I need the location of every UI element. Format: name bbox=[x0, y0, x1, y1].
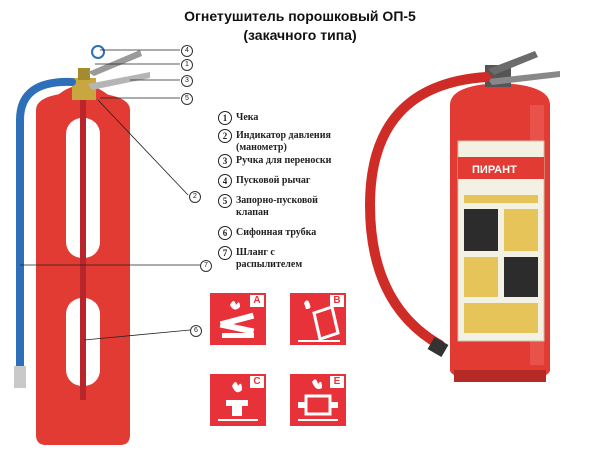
fire-class-letter: E bbox=[330, 376, 344, 388]
fire-class-letter: A bbox=[250, 295, 264, 307]
legend-label-line2: клапан bbox=[236, 207, 269, 218]
legend-label: Индикатор давления bbox=[236, 130, 331, 141]
legend-label: Шланг с bbox=[236, 247, 275, 258]
legend-label: Запорно-пусковой bbox=[236, 195, 318, 206]
fuel-canister-icon bbox=[298, 300, 340, 342]
burning-wood-icon bbox=[219, 301, 255, 338]
title-line-1: Огнетушитель порошковый ОП-5 bbox=[184, 8, 416, 24]
legend-number: 5 bbox=[218, 194, 232, 208]
title-line-2: (закачного типа) bbox=[243, 27, 357, 43]
legend-label: Сифонная трубка bbox=[236, 227, 317, 238]
callout-3: 3 bbox=[181, 75, 193, 87]
callout-1: 1 bbox=[181, 59, 193, 71]
extinguisher-product-image: ПИРАНТ bbox=[364, 51, 560, 382]
legend-label-line2: распылителем bbox=[236, 259, 303, 270]
legend-number: 6 bbox=[218, 226, 232, 240]
legend-label: Пусковой рычаг bbox=[236, 175, 311, 186]
legend-number: 3 bbox=[218, 154, 232, 168]
legend-label-line2: (манометр) bbox=[236, 142, 287, 153]
legend-label: Ручка для переноски bbox=[236, 155, 332, 166]
legend-number: 7 bbox=[218, 246, 232, 260]
callout-4: 4 bbox=[181, 45, 193, 57]
fire-class-a-pictogram: A bbox=[210, 293, 266, 345]
callout-2: 2 bbox=[189, 191, 201, 203]
gas-burner-icon bbox=[218, 382, 258, 421]
extinguisher-cutaway-diagram bbox=[14, 45, 200, 445]
legend-number: 4 bbox=[218, 174, 232, 188]
callout-6: 6 bbox=[190, 325, 202, 337]
fire-class-c-pictogram: C bbox=[210, 374, 266, 426]
fire-class-e-pictogram: E bbox=[290, 374, 346, 426]
legend-number: 2 bbox=[218, 129, 232, 143]
brand-label: ПИРАНТ bbox=[472, 164, 517, 176]
fire-class-b-pictogram: B bbox=[290, 293, 346, 345]
callout-7: 7 bbox=[200, 260, 212, 272]
legend-number: 1 bbox=[218, 111, 232, 125]
electrical-equipment-icon bbox=[298, 379, 338, 421]
callout-5: 5 bbox=[181, 93, 193, 105]
fire-class-letter: B bbox=[330, 295, 344, 307]
legend-label: Чека bbox=[236, 112, 259, 123]
fire-class-letter: C bbox=[250, 376, 264, 388]
